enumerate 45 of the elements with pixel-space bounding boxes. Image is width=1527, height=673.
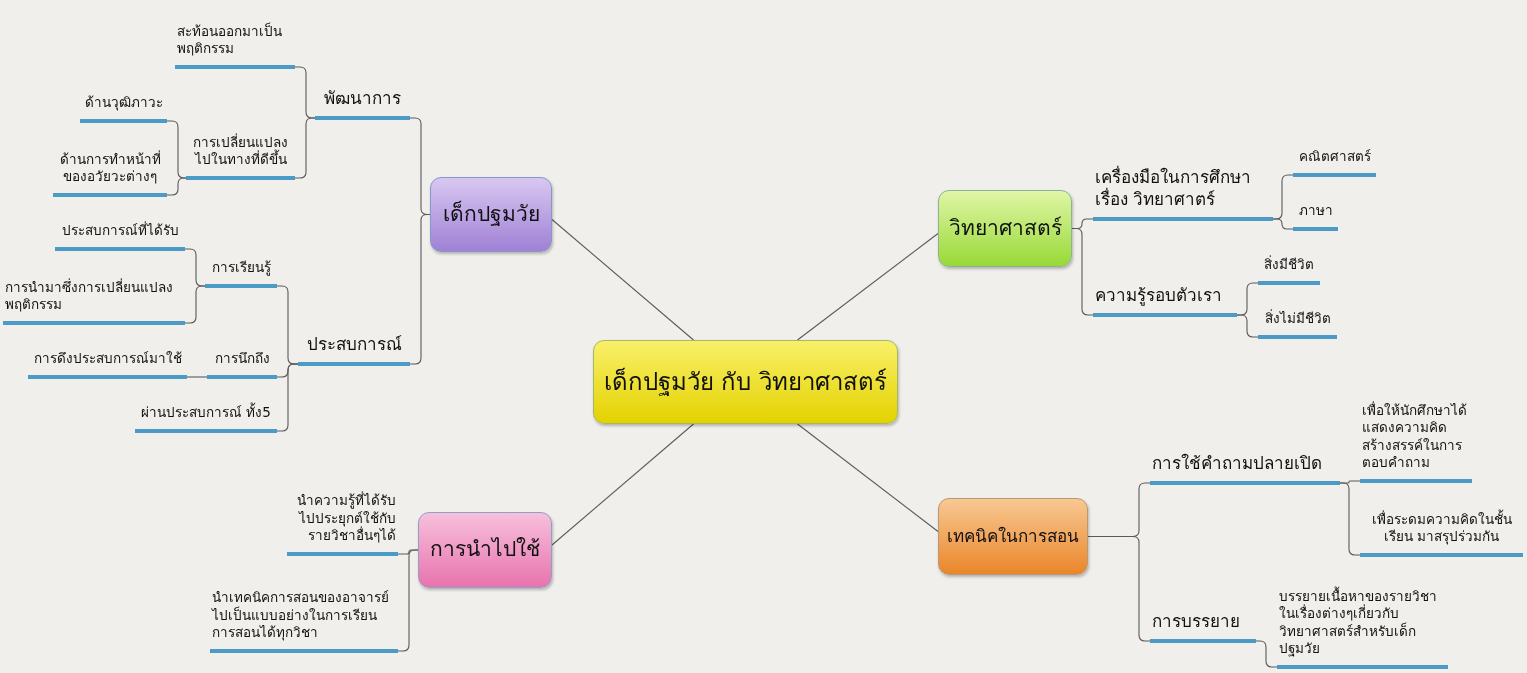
underlined-topic: ประสบการณ์ที่ได้รับ — [55, 222, 185, 251]
underlined-topic: สิ่งไม่มีชีวิต — [1258, 310, 1337, 339]
underlined-topic: การบรรยาย — [1150, 609, 1256, 643]
connector-line — [796, 232, 939, 341]
underlined-topic: ประสบการณ์ — [298, 332, 410, 366]
connector-line — [1339, 482, 1361, 556]
connector-line — [397, 549, 419, 652]
underlined-topic: เครื่องมือในการศึกษาเรื่อง วิทยาศาตร์ — [1093, 165, 1273, 221]
topic-box: วิทยาศาสตร์ — [938, 190, 1072, 267]
underlined-topic: นำความรู้ที่ได้รับไปประยุกต์ใช้กับรายวิชาอื่นๆได้ — [287, 492, 398, 556]
underlined-topic: การนำมาซึ่งการเปลี่ยนแปลงพฤติกรรม — [3, 278, 185, 325]
underlined-topic: ความรู้รอบตัวเรา — [1093, 283, 1237, 317]
connector-line — [551, 423, 695, 546]
connector-line — [1255, 640, 1278, 668]
connector-line — [186, 376, 208, 378]
underlined-topic: สะท้อนออกมาเป็นพฤติกรรม — [175, 22, 295, 69]
underlined-topic: ผ่านประสบการณ์ ทั้ง5 — [135, 404, 277, 433]
underlined-topic: ด้านการทำหน้าที่ของอวัยวะต่างๆ — [53, 150, 167, 197]
connector-line — [184, 285, 206, 324]
connector-line — [166, 177, 187, 196]
connector-line — [276, 363, 299, 432]
underlined-topic: สิ่งมีชีวิต — [1258, 256, 1320, 285]
topic-box: การนำไปใช้ — [418, 512, 552, 588]
underlined-topic: ภาษา — [1293, 202, 1338, 231]
underlined-topic: การเรียนรู้ — [205, 259, 277, 288]
underlined-topic: ด้านวุฒิภาวะ — [80, 94, 167, 123]
underlined-topic: เพื่อระดมความคิดในชั้นเรียน มาสรุปร่วมกัน — [1360, 510, 1523, 557]
underlined-topic: เพื่อให้นักศึกษาได้แสดงความคิดสร้างสรรค์ในการตอบคำถาม — [1360, 401, 1472, 483]
central-topic-box: เด็กปฐมวัย กับ วิทยาศาสตร์ — [593, 340, 898, 424]
underlined-topic: คณิตศาสตร์ — [1293, 148, 1376, 177]
connector-line — [1087, 535, 1151, 642]
underlined-topic: การนึกถึง — [207, 350, 277, 379]
connector-line — [551, 218, 695, 341]
connector-line — [1272, 218, 1294, 230]
underlined-topic: นำเทคนิคการสอนของอาจารย์ ไปเป็นแบบอย่างในการเรียนการสอนได้ทุกวิชา — [210, 589, 398, 653]
underlined-topic: บรรยายเนื้อหาของรายวิชา ในเรื่องต่างๆเกี่ยวกับวิทยาศาสตร์สำหรับเด็กปฐมวัย — [1277, 587, 1448, 669]
connector-line — [796, 423, 939, 533]
underlined-topic: การดึงประสบการณ์มาใช้ — [28, 350, 187, 379]
topic-box: เด็กปฐมวัย — [430, 177, 552, 252]
topic-box: เทคนิคในการสอน — [938, 498, 1088, 575]
connector-line — [294, 117, 316, 179]
underlined-topic: พัฒนาการ — [315, 86, 410, 120]
underlined-topic: การใช้คำถามปลายเปิด — [1150, 451, 1340, 485]
connector-line — [1236, 314, 1259, 338]
underlined-topic: การเปลี่ยนแปลงไปในทางที่ดีขึ้น — [186, 133, 295, 180]
